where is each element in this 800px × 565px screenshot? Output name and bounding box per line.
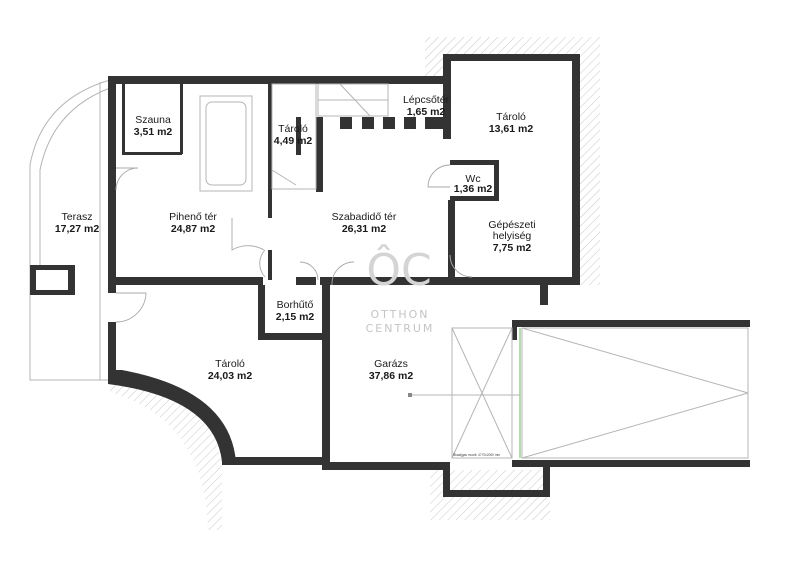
room-name-szauna: Szauna: [135, 114, 171, 126]
door-swings: [115, 164, 473, 323]
room-name-gepeszeti-line2: helyiség: [493, 230, 532, 242]
room-area-tarolo-right: 13,61 m2: [489, 123, 534, 135]
room-area-pihenoter: 24,87 m2: [171, 223, 216, 235]
room-name-tarolo-bottom: Tároló: [215, 358, 245, 370]
watermark-line2: CENTRUM: [366, 322, 435, 335]
terrace-outline: [29, 79, 111, 381]
room-name-tarolo-right: Tároló: [496, 111, 526, 123]
walls: [30, 54, 750, 497]
room-area-lepcsoter: 1,65 m2: [407, 106, 446, 118]
garage-note: Ñkaaljgas nvoztt: 4770x2000 mm: [453, 452, 500, 457]
room-area-szauna: 3,51 m2: [134, 126, 173, 138]
room-name-lepcsoter: Lépcsőtér: [403, 94, 450, 106]
room-name-terasz: Terasz: [62, 211, 93, 223]
room-area-tarolo-bottom: 24,03 m2: [208, 370, 253, 382]
room-name-gepeszeti: Gépészeti: [488, 219, 535, 231]
room-name-garazs: Garázs: [374, 358, 408, 370]
room-area-tarolo-small: 4,49 m2: [274, 135, 313, 147]
room-name-szabadidoter: Szabadidő tér: [332, 211, 397, 223]
room-area-szabadidoter: 26,31 m2: [342, 223, 387, 235]
room-area-terasz: 17,27 m2: [55, 223, 100, 235]
room-area-gepeszeti: 7,75 m2: [493, 242, 532, 254]
room-area-wc: 1,36 m2: [454, 183, 493, 195]
room-area-garazs: 37,86 m2: [369, 370, 414, 382]
room-area-borhuto: 2,15 m2: [276, 311, 315, 323]
room-name-wc: Wc: [465, 173, 480, 185]
room-name-borhuto: Borhűtő: [277, 299, 314, 311]
watermark-logo: ÔC: [366, 243, 431, 296]
room-name-tarolo-small: Tároló: [278, 123, 308, 135]
room-labels: Szauna 3,51 m2 Tároló 4,49 m2 Lépcsőtér …: [55, 94, 536, 457]
watermark-line1: OTTHON: [370, 308, 429, 321]
room-name-pihenoter: Pihenő tér: [169, 211, 217, 223]
watermark: ÔC OTTHON CENTRUM: [366, 243, 435, 335]
fixtures: [199, 83, 749, 459]
